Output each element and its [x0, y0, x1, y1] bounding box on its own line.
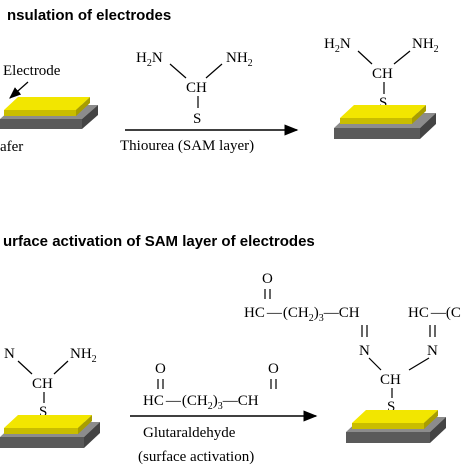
surface-activation-label: (surface activation) — [138, 449, 254, 465]
svg-text:HC—(CH2)3—CH: HC—(CH2)3—CH — [244, 305, 360, 324]
svg-text:H2N: H2N — [136, 50, 163, 69]
svg-text:CH: CH — [186, 80, 207, 96]
svg-text:S: S — [379, 95, 387, 111]
thiourea-label: Thiourea (SAM layer) — [120, 138, 254, 154]
electrode-stack-right-1 — [334, 105, 436, 139]
svg-text:O: O — [268, 361, 279, 377]
svg-text:NH2: NH2 — [70, 346, 97, 365]
product-molecule-2: O HC—(CH2)3—CH HC—(C N N CH S — [244, 271, 461, 415]
electrode-pointer-arrow — [9, 81, 29, 99]
thiourea-molecule: H2N NH2 CH S — [136, 50, 253, 127]
svg-text:O: O — [262, 271, 273, 287]
section2-title: urface activation of SAM layer of electr… — [3, 233, 315, 250]
svg-text:NH2: NH2 — [226, 50, 253, 69]
svg-text:N: N — [359, 343, 370, 359]
glutaraldehyde-label: Glutaraldehyde — [143, 425, 236, 441]
svg-text:N: N — [427, 343, 438, 359]
svg-text:H2N: H2N — [324, 36, 351, 55]
svg-text:NH2: NH2 — [412, 36, 439, 55]
left-molecule-2: N NH2 CH S — [4, 346, 97, 420]
svg-text:CH: CH — [372, 66, 393, 82]
svg-text:O: O — [155, 361, 166, 377]
electrode-stack-right-2 — [346, 410, 446, 443]
electrode-stack-left-2 — [0, 415, 100, 448]
electrode-label: Electrode — [3, 63, 61, 79]
svg-text:CH: CH — [32, 376, 53, 392]
electrode-stack-left-1 — [0, 97, 98, 129]
section1-title: nsulation of electrodes — [7, 7, 171, 24]
svg-text:HC—(CH2)3—CH: HC—(CH2)3—CH — [143, 393, 259, 412]
svg-text:N: N — [4, 346, 15, 362]
svg-text:S: S — [39, 404, 47, 420]
svg-text:S: S — [193, 111, 201, 127]
svg-text:S: S — [387, 399, 395, 415]
svg-text:HC—(C: HC—(C — [408, 305, 461, 321]
svg-text:CH: CH — [380, 372, 401, 388]
wafer-label: afer — [0, 139, 23, 155]
product-molecule-1: H2N NH2 CH S — [324, 36, 439, 111]
glutaraldehyde-molecule: O HC—(CH2)3—CH O — [143, 361, 279, 412]
